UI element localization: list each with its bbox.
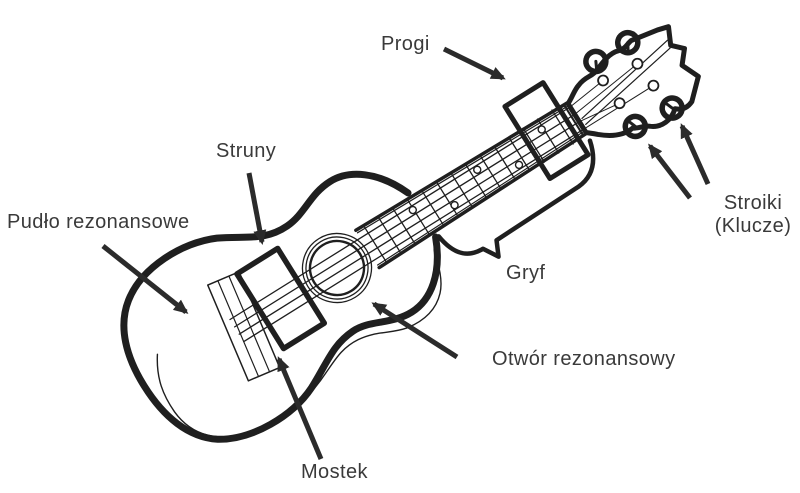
bridge-plate <box>206 271 281 382</box>
ukulele <box>120 24 701 443</box>
label-otwor-rezonansowy: Otwór rezonansowy <box>492 348 676 370</box>
headstock <box>565 24 701 140</box>
arrow-progi <box>442 46 506 81</box>
arrow-stroiki-left <box>648 143 692 200</box>
string-posts <box>597 57 660 110</box>
tuning-peg-icon <box>615 29 641 56</box>
annotation-arrows <box>101 46 711 460</box>
arrow-otwor-rezonansowy <box>371 301 459 360</box>
sound-hole <box>301 232 373 304</box>
arrow-stroiki-right <box>679 123 711 186</box>
body-side-line <box>156 249 442 438</box>
label-stroiki-line2: (Klucze) <box>714 215 792 237</box>
frets-highlight-box <box>502 80 591 182</box>
headstock-strings <box>569 63 654 130</box>
headstock-outline <box>565 24 701 138</box>
tuning-peg-icon <box>583 48 609 75</box>
strings <box>229 106 585 343</box>
arrow-pudlo-rezonansowe <box>101 244 189 314</box>
label-gryf: Gryf <box>506 262 546 284</box>
label-progi: Progi <box>381 33 430 55</box>
fret-markers <box>408 125 546 215</box>
tuner-stems <box>594 41 674 128</box>
tuning-peg-icon <box>659 95 685 121</box>
arrow-struny <box>246 172 267 246</box>
bridge <box>234 245 328 352</box>
arrow-mostek <box>276 356 324 460</box>
label-struny: Struny <box>216 140 277 162</box>
fretboard <box>354 101 589 270</box>
label-pudlo-rezonansowe: Pudło rezonansowe <box>7 211 190 233</box>
label-mostek: Mostek <box>301 461 368 483</box>
headstock-face-lines <box>581 39 671 125</box>
frets <box>363 109 574 262</box>
ukulele-body-outline <box>120 170 441 443</box>
tuning-pegs <box>583 29 685 140</box>
neck-brace <box>436 138 596 259</box>
label-stroiki: Stroiki (Klucze) <box>715 192 792 238</box>
tuning-peg-icon <box>622 113 649 140</box>
label-stroiki-line1: Stroiki <box>723 192 783 214</box>
